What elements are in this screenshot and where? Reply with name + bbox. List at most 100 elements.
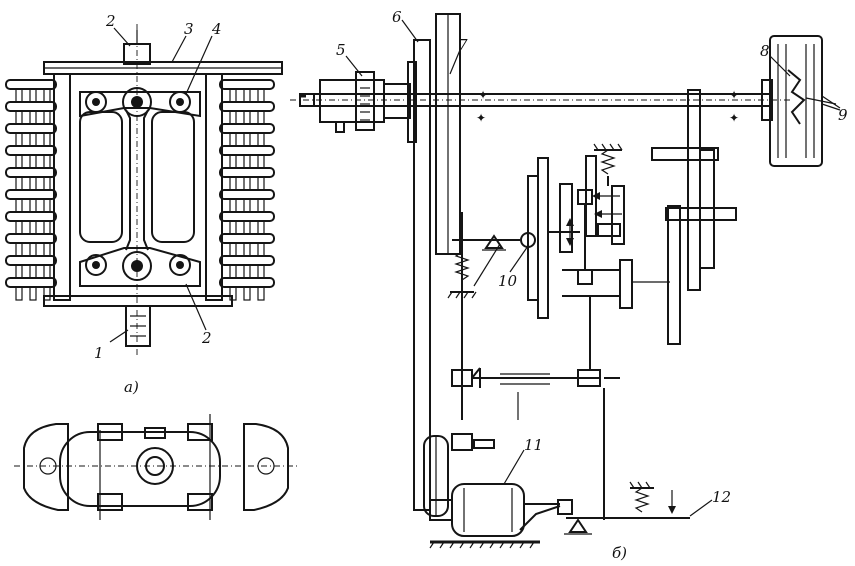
- fin: [5, 233, 57, 244]
- fin-spacer: [243, 110, 251, 125]
- fin-spacer: [15, 198, 23, 213]
- fin-spacer: [229, 220, 237, 235]
- clamping-device-side-view: [14, 414, 300, 520]
- fin-spacer: [43, 242, 51, 257]
- left-jaw: [23, 423, 69, 511]
- gear-shaft: [687, 89, 701, 291]
- fin-spacer: [29, 220, 37, 235]
- fin-spacer: [243, 176, 251, 191]
- fin-spacer: [43, 132, 51, 147]
- callout-6: 6: [392, 8, 402, 26]
- callout-8: 8: [760, 42, 770, 60]
- callout-5: 5: [336, 41, 346, 59]
- fin-spacer: [243, 286, 251, 301]
- right-wall: [205, 73, 223, 301]
- fin-spacer: [43, 198, 51, 213]
- fin: [219, 79, 275, 90]
- fin-spacer: [43, 88, 51, 103]
- fin: [5, 123, 57, 134]
- fin-spacer: [257, 110, 265, 125]
- fin-spacer: [257, 132, 265, 147]
- fin-spacer: [243, 198, 251, 213]
- fin: [219, 101, 275, 112]
- fin-spacer: [229, 154, 237, 169]
- fin-spacer: [257, 88, 265, 103]
- fin-spacer: [29, 154, 37, 169]
- fin-spacer: [15, 154, 23, 169]
- callout-12: 12: [712, 488, 731, 506]
- fin-spacer: [257, 220, 265, 235]
- center-boss: [136, 447, 174, 485]
- right-jaw: [243, 423, 289, 511]
- svg-text:✦: ✦: [729, 111, 739, 125]
- fin: [5, 101, 57, 112]
- lower-rocker: [79, 247, 201, 287]
- fin: [219, 233, 275, 244]
- left-wall: [53, 73, 71, 301]
- callout-7: 7: [458, 36, 468, 54]
- fin-spacer: [257, 242, 265, 257]
- fin-spacer: [29, 176, 37, 191]
- callout-1: 1: [94, 344, 104, 362]
- fin-spacer: [29, 286, 37, 301]
- bottom-plate: [43, 295, 233, 307]
- fin-spacer: [229, 198, 237, 213]
- left-window: [79, 111, 123, 243]
- fin: [219, 255, 275, 266]
- fin-spacer: [43, 176, 51, 191]
- caption-b: б): [612, 544, 627, 562]
- fin-spacer: [243, 154, 251, 169]
- fin-spacer: [243, 88, 251, 103]
- fin: [5, 145, 57, 156]
- fin-spacer: [15, 132, 23, 147]
- fin-spacer: [229, 110, 237, 125]
- fin-spacer: [257, 154, 265, 169]
- callout-2-bottom: 2: [201, 329, 212, 347]
- callout-3: 3: [184, 20, 194, 38]
- drive-kinematic-scheme: ✦ ✦ ✦ ✦: [290, 13, 841, 549]
- fin-spacer: [229, 88, 237, 103]
- fin-spacer: [257, 198, 265, 213]
- fin: [5, 255, 57, 266]
- fin-spacer: [29, 88, 37, 103]
- fin: [5, 79, 57, 90]
- fin-spacer: [43, 286, 51, 301]
- fin-spacer: [43, 154, 51, 169]
- svg-text:✦: ✦: [478, 88, 488, 102]
- clamping-device-top-view: [5, 24, 283, 356]
- fin-spacer: [29, 198, 37, 213]
- lower-pivots: [85, 251, 191, 281]
- motor-11: [451, 483, 525, 537]
- fin-spacer: [229, 132, 237, 147]
- fin-spacer: [229, 264, 237, 279]
- fin: [219, 211, 275, 222]
- fin: [5, 277, 57, 288]
- fin-spacer: [15, 176, 23, 191]
- fin-spacer: [15, 264, 23, 279]
- fin: [5, 167, 57, 178]
- fin-spacer: [43, 110, 51, 125]
- callout-11: 11: [524, 436, 543, 454]
- callout-10: 10: [498, 272, 518, 290]
- fin-spacer: [15, 220, 23, 235]
- fin-spacer: [257, 286, 265, 301]
- fin-spacer: [243, 132, 251, 147]
- fin-spacer: [243, 220, 251, 235]
- fin-spacer: [229, 176, 237, 191]
- fin-spacer: [43, 264, 51, 279]
- fin-spacer: [15, 286, 23, 301]
- fin: [219, 167, 275, 178]
- right-window: [151, 111, 195, 243]
- housing-side: [59, 431, 221, 507]
- callout-9: 9: [838, 106, 848, 124]
- threaded-shank: [125, 305, 151, 347]
- fin-spacer: [43, 220, 51, 235]
- callout-2-top: 2: [105, 12, 116, 30]
- fin-spacer: [29, 132, 37, 147]
- fin: [219, 123, 275, 134]
- fin-spacer: [15, 242, 23, 257]
- fin: [219, 145, 275, 156]
- fin: [219, 277, 275, 288]
- svg-text:✦: ✦: [476, 111, 486, 125]
